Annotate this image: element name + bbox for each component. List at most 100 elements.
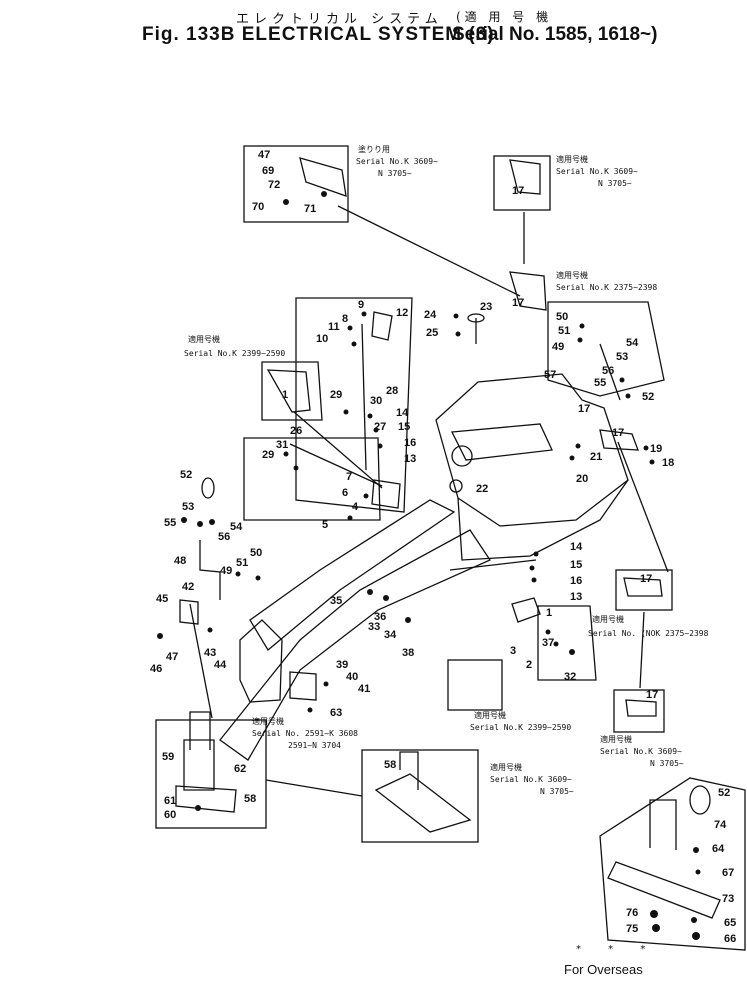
switch-45	[179, 599, 199, 625]
guard-bottom-mid	[374, 773, 472, 833]
part-label: 23	[480, 301, 492, 313]
inset-box-mid-right	[547, 301, 665, 397]
part-label: 17	[640, 573, 652, 585]
part-label: 53	[616, 351, 628, 363]
part-label: 65	[724, 917, 736, 929]
part-label: 24	[424, 309, 437, 321]
cab-side	[457, 479, 629, 561]
part-label: 72	[268, 179, 280, 191]
part-label: 39	[336, 659, 348, 671]
cable-26	[289, 443, 383, 487]
inset-box-right-lower	[615, 569, 673, 611]
part-label: 2	[526, 659, 532, 671]
part-label: 74	[714, 819, 727, 831]
part-label: 64	[712, 843, 725, 855]
part-label: 31	[276, 439, 288, 451]
part-label: 61	[164, 795, 176, 807]
part-label: 34	[384, 629, 397, 641]
part-label: 10	[316, 333, 328, 345]
part-label: 52	[718, 787, 730, 799]
inset-note-jp: 適用号機	[600, 734, 632, 744]
part-label: 7	[346, 471, 352, 483]
part-label: 11	[328, 321, 340, 333]
guard-base	[175, 785, 237, 813]
part-label: 17	[612, 427, 624, 439]
inset-note-serial2: 2591~N 3704	[288, 741, 341, 750]
lamp-u-48	[199, 540, 221, 600]
part-label: 25	[426, 327, 438, 339]
front-bracket	[239, 619, 283, 703]
part-label: 4	[352, 501, 359, 513]
steering-wheel	[451, 445, 473, 467]
inset-note-jp: 適用号機	[556, 154, 588, 164]
inset-note-serial: Serial No.K 3609~	[556, 167, 638, 176]
part-label: 50	[556, 311, 568, 323]
part-label: 16	[404, 437, 416, 449]
part-label: 36	[374, 611, 386, 623]
part-label: 48	[174, 555, 186, 567]
bracket-1-lower	[511, 597, 541, 623]
part-label: 75	[626, 923, 638, 935]
arrow-to-right-small	[639, 611, 645, 689]
inset-box-left	[261, 361, 323, 421]
bracket-17-right	[599, 429, 639, 451]
arrow-to-right-lower	[617, 441, 669, 573]
part-label: 17	[512, 297, 524, 309]
lamp-u-58	[399, 751, 419, 790]
part-label: 33	[368, 621, 380, 633]
inset-note-jp: 適用号機	[188, 334, 220, 344]
part-label: 35	[330, 595, 342, 607]
part-label: 3	[510, 645, 516, 657]
part-label: 70	[252, 201, 264, 213]
part-label: 52	[642, 391, 654, 403]
fastener-dots	[157, 191, 701, 940]
frame-rail	[249, 499, 456, 651]
part-label: 76	[626, 907, 638, 919]
part-label: 37	[542, 637, 554, 649]
part-label: 40	[346, 671, 358, 683]
part-label: 22	[476, 483, 488, 495]
part-label: 17	[512, 185, 524, 197]
part-label: 13	[404, 453, 416, 465]
part-label: 46	[150, 663, 162, 675]
bracket-17-small	[625, 699, 657, 717]
part-label: 45	[156, 593, 168, 605]
part-label: 51	[558, 325, 570, 337]
part-label: 17	[578, 403, 590, 415]
inset-note-serial2: N 3705~	[650, 759, 684, 768]
guard-bottom-left	[183, 739, 215, 791]
part-label: 54	[626, 337, 639, 349]
part-label: 15	[570, 559, 582, 571]
part-label: 58	[244, 793, 256, 805]
part-label: 27	[374, 421, 386, 433]
relay-39	[289, 671, 317, 701]
part-label: 49	[552, 341, 564, 353]
lamp-52-top	[201, 477, 215, 499]
part-label: 15	[398, 421, 410, 433]
inset-box-bottom-center	[447, 659, 503, 711]
part-label: 9	[358, 299, 364, 311]
inset-note-serial: Serial No. 2591~K 3608	[252, 729, 358, 738]
part-label: 73	[722, 893, 734, 905]
lamp-47	[299, 157, 347, 197]
arrow-to-bottom-left	[189, 603, 213, 719]
part-label: 44	[214, 659, 227, 671]
lamp-u-74	[649, 799, 677, 850]
inset-note-jp: 塗りり用	[358, 144, 390, 154]
part-label: 28	[386, 385, 398, 397]
part-label: 52	[180, 469, 192, 481]
part-label: 14	[396, 407, 409, 419]
part-label: 16	[570, 575, 582, 587]
switch-box-4	[371, 479, 401, 509]
inset-note-serial: Serial No.K 3609~	[356, 157, 438, 166]
pipe-right	[599, 343, 621, 401]
part-label: 26	[290, 425, 302, 437]
overseas-footnote: For Overseas	[564, 962, 643, 977]
part-label: 8	[342, 313, 348, 325]
lamp-bracket-inset-left	[266, 369, 311, 413]
part-label: 29	[330, 389, 342, 401]
inset-note-jp: 適用号機	[592, 614, 624, 624]
part-label: 51	[236, 557, 248, 569]
main-frame	[219, 529, 491, 761]
